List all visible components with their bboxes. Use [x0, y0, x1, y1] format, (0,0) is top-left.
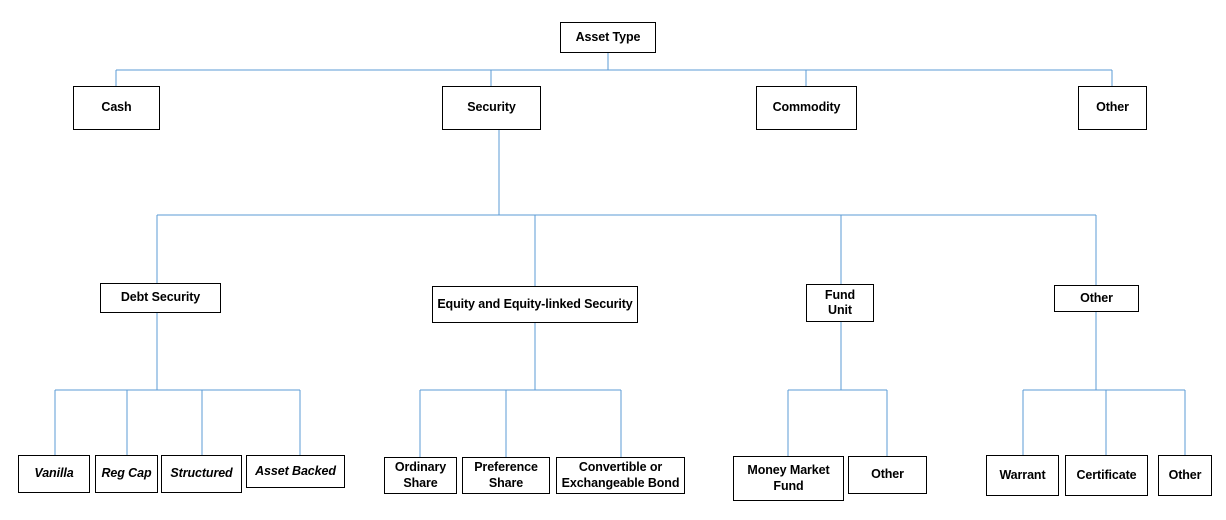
node-preference-share[interactable]: Preference Share	[462, 457, 550, 494]
node-label-reg-cap: Reg Cap	[101, 466, 152, 481]
node-commodity[interactable]: Commodity	[756, 86, 857, 130]
node-certificate[interactable]: Certificate	[1065, 455, 1148, 496]
node-label-ordinary-share: Ordinary Share	[394, 460, 447, 490]
node-label-cash: Cash	[101, 100, 132, 115]
node-asset-type[interactable]: Asset Type	[560, 22, 656, 53]
node-label-commodity: Commodity	[772, 100, 841, 115]
node-label-certificate: Certificate	[1076, 467, 1137, 482]
node-structured[interactable]: Structured	[161, 455, 242, 493]
node-label-security: Security	[467, 100, 516, 115]
node-label-warrant: Warrant	[999, 467, 1046, 482]
node-equity-and-equity-linked-security[interactable]: Equity and Equity-linked Security	[432, 286, 638, 323]
node-debt-security[interactable]: Debt Security	[100, 283, 221, 313]
node-label-other-level4: Other	[1168, 467, 1202, 482]
node-label-asset-backed: Asset Backed	[255, 463, 336, 478]
node-cash[interactable]: Cash	[73, 86, 160, 130]
node-label-money-market-fund: Money Market Fund	[747, 463, 830, 493]
node-asset-backed[interactable]: Asset Backed	[246, 455, 345, 488]
node-label-preference-share: Preference Share	[474, 460, 538, 490]
node-security[interactable]: Security	[442, 86, 541, 130]
node-money-market-fund[interactable]: Money Market Fund	[733, 456, 844, 501]
node-convertible-or-exchangeable-bond[interactable]: Convertible or Exchangeable Bond	[556, 457, 685, 494]
node-label-fund-unit: Fund Unit	[824, 287, 856, 317]
node-label-structured: Structured	[170, 466, 233, 481]
node-label-convertible-or-exchangeable-bond: Convertible or Exchangeable Bond	[561, 460, 680, 490]
node-label-debt-security: Debt Security	[120, 290, 201, 305]
node-ordinary-share[interactable]: Ordinary Share	[384, 457, 457, 494]
node-other-fund[interactable]: Other	[848, 456, 927, 494]
node-label-vanilla: Vanilla	[34, 466, 74, 481]
node-reg-cap[interactable]: Reg Cap	[95, 455, 158, 493]
node-other-level2[interactable]: Other	[1078, 86, 1147, 130]
node-label-other-level3: Other	[1080, 290, 1113, 305]
node-other-level3[interactable]: Other	[1054, 285, 1139, 312]
node-label-other-level2: Other	[1096, 100, 1129, 115]
node-label-asset-type: Asset Type	[575, 29, 641, 44]
node-vanilla[interactable]: Vanilla	[18, 455, 90, 493]
node-fund-unit[interactable]: Fund Unit	[806, 284, 874, 322]
node-warrant[interactable]: Warrant	[986, 455, 1059, 496]
node-label-equity-and-equity-linked-security: Equity and Equity-linked Security	[437, 296, 633, 311]
node-label-other-fund: Other	[871, 467, 904, 482]
node-other-level4[interactable]: Other	[1158, 455, 1212, 496]
